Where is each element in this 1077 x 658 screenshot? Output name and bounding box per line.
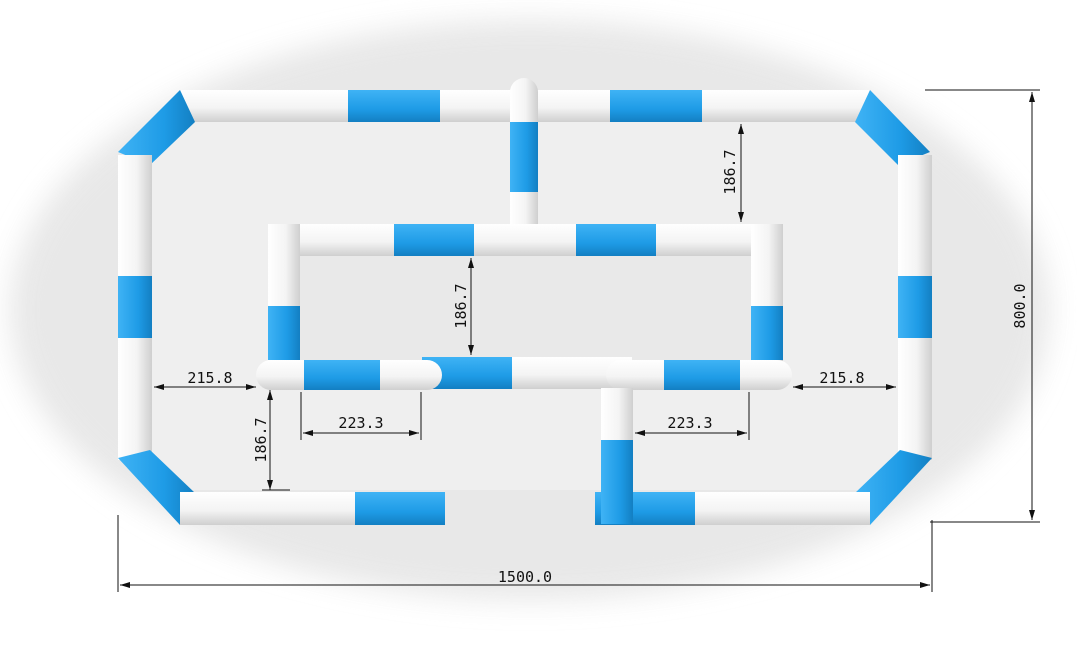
outer-bottom-right-corner [855,450,932,525]
top-gap-label: 186.7 [721,149,739,194]
left-span-label: 223.3 [338,414,383,432]
inner-top-tube [268,224,783,256]
outer-top-blue-band-2 [610,90,702,122]
dimension-labels: 1500.0 800.0 186.7 186.7 186.7 215.8 215… [187,149,1029,586]
left-gap-label: 186.7 [252,417,270,462]
outer-right-blue-band [898,276,932,338]
inner-top-blue-band-1 [394,224,474,256]
outer-top-right-corner [855,90,930,165]
outer-bottom-left-corner [118,450,195,525]
right-span-label: 223.3 [667,414,712,432]
outer-left-blue-band [118,276,152,338]
outer-top-left-corner [118,90,195,165]
inner-floor [300,255,752,360]
inner-left-blue-band [268,306,300,360]
lower-right-vertical-blue-band [601,440,633,524]
overall-width-label: 1500.0 [498,568,552,586]
center-connector-blue-band [510,122,538,192]
outer-top-blue-band-1 [348,90,440,122]
inner-top-blue-band-2 [576,224,656,256]
center-connector [510,78,538,250]
right-offset-label: 215.8 [819,369,864,387]
outer-bottom-left-blue-end [355,492,445,525]
inner-right-bolster-blue-band [664,360,740,390]
inner-right-blue-band [751,306,783,360]
inner-left-bolster-blue-band [304,360,380,390]
inner-gap-label: 186.7 [452,283,470,328]
dimension-lines [117,89,1040,592]
inner-frame [256,224,792,524]
overall-height-label: 800.0 [1011,283,1029,328]
left-offset-label: 215.8 [187,369,232,387]
